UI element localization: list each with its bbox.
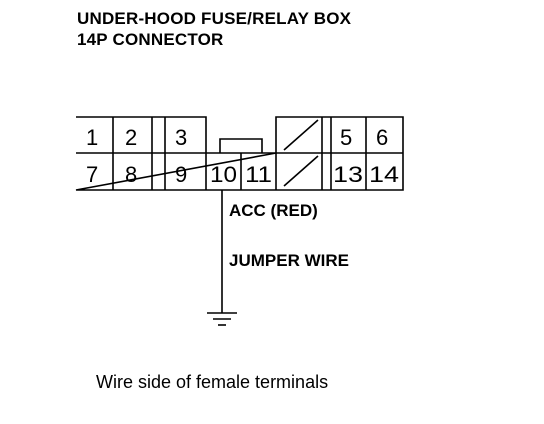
- blank-slot-12: [283, 155, 319, 187]
- blank-slot-4: [283, 119, 319, 151]
- connector-lock-tab: [219, 138, 263, 153]
- pin-labels: 1 2 3 5 6 7 8 9 10 11 13 14: [86, 125, 399, 187]
- pin-1: 1: [86, 125, 98, 150]
- pin-5: 5: [340, 125, 352, 150]
- connector-name: 14P CONNECTOR: [77, 30, 224, 49]
- pin-8: 8: [125, 162, 137, 187]
- pin-11: 11: [245, 162, 272, 187]
- pin-7: 7: [86, 162, 98, 187]
- ground-icon: [207, 312, 237, 326]
- pin-13: 13: [333, 162, 363, 187]
- view-caption: Wire side of female terminals: [96, 372, 329, 392]
- acc-wire-label: ACC (RED): [229, 201, 318, 220]
- pin-9: 9: [175, 162, 187, 187]
- pin-2: 2: [125, 125, 137, 150]
- jumper-wire-label: JUMPER WIRE: [229, 251, 349, 270]
- pin-3: 3: [175, 125, 187, 150]
- pin-14: 14: [369, 162, 399, 187]
- pin-6: 6: [376, 125, 388, 150]
- diagram-title: UNDER-HOOD FUSE/RELAY BOX: [77, 9, 352, 28]
- pin-10: 10: [210, 162, 237, 187]
